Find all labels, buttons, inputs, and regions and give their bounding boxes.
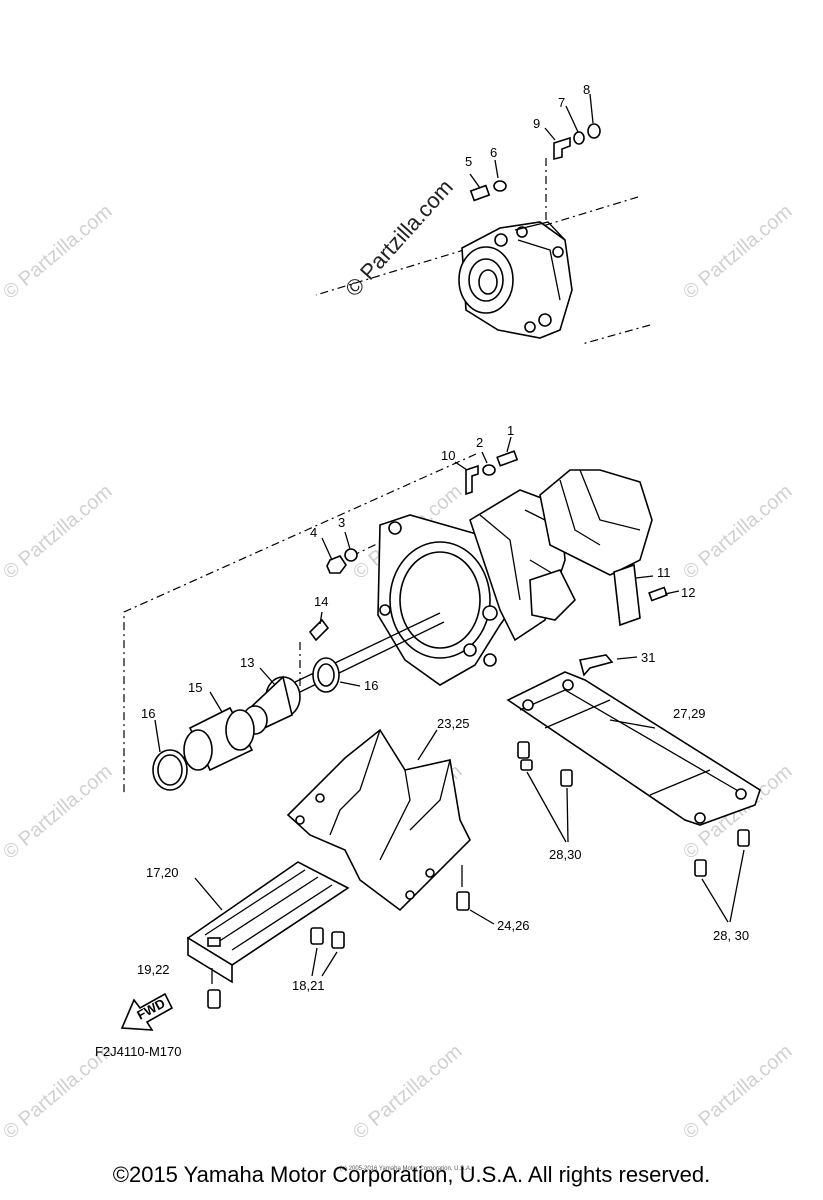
top-fasteners bbox=[469, 93, 601, 202]
callout-2: 2 bbox=[476, 435, 483, 450]
callout-31: 31 bbox=[641, 650, 655, 665]
callout-labels: 1 2 3 4 5 6 7 8 9 10 11 12 13 14 15 16 1… bbox=[137, 82, 749, 993]
callout-28-30-right: 28, 30 bbox=[713, 928, 749, 943]
diagram-code: F2J4110-M170 bbox=[95, 1044, 181, 1059]
callout-7: 7 bbox=[558, 95, 565, 110]
callout-13: 13 bbox=[240, 655, 254, 670]
callout-18-21: 18,21 bbox=[292, 978, 325, 993]
fwd-arrow: FWD bbox=[120, 992, 174, 1031]
callout-1: 1 bbox=[507, 423, 514, 438]
grate-bolts bbox=[207, 865, 495, 1009]
shaft-hose-assembly bbox=[152, 611, 361, 791]
callout-16-left: 16 bbox=[141, 706, 155, 721]
intake-grate-housing bbox=[286, 728, 471, 912]
callout-15: 15 bbox=[188, 680, 202, 695]
callout-23-25: 23,25 bbox=[437, 716, 470, 731]
callout-9: 9 bbox=[533, 116, 540, 131]
bearing-housing bbox=[458, 221, 573, 339]
callout-14: 14 bbox=[314, 594, 328, 609]
watermark-faint: © Partzilla.com bbox=[679, 480, 796, 583]
watermark-faint: © Partzilla.com bbox=[679, 1040, 796, 1143]
watermark-faint: © Partzilla.com bbox=[0, 480, 116, 583]
callout-19-22: 19,22 bbox=[137, 962, 170, 977]
small-notice: (c) 2005-2016 Yamaha Motor Corporation, … bbox=[340, 1166, 472, 1172]
ride-plate-bolts bbox=[517, 741, 750, 923]
jet-pump-housing bbox=[377, 469, 653, 686]
callout-10: 10 bbox=[441, 448, 455, 463]
ride-plate bbox=[506, 654, 761, 826]
callout-5: 5 bbox=[465, 154, 472, 169]
watermark-grid: © Partzilla.com © Partzilla.com © Partzi… bbox=[0, 200, 796, 1143]
intake-grate bbox=[186, 861, 350, 984]
callout-24-26: 24,26 bbox=[497, 918, 530, 933]
callout-16-right: 16 bbox=[364, 678, 378, 693]
watermark-faint: © Partzilla.com bbox=[349, 1040, 466, 1143]
watermark-faint: © Partzilla.com bbox=[0, 760, 116, 863]
callout-4: 4 bbox=[310, 525, 317, 540]
pad-and-bolt bbox=[613, 563, 680, 627]
copyright-notice: ©2015 Yamaha Motor Corporation, U.S.A. A… bbox=[112, 1162, 711, 1187]
callout-17-20: 17,20 bbox=[146, 865, 179, 880]
callout-6: 6 bbox=[490, 145, 497, 160]
pump-fasteners bbox=[321, 436, 519, 574]
callout-3: 3 bbox=[338, 515, 345, 530]
callout-8: 8 bbox=[583, 82, 590, 97]
watermark-faint: © Partzilla.com bbox=[679, 200, 796, 303]
callout-27-29: 27,29 bbox=[673, 706, 706, 721]
callout-28-30-left: 28,30 bbox=[549, 847, 582, 862]
callout-12: 12 bbox=[681, 585, 695, 600]
watermark-faint: © Partzilla.com bbox=[0, 200, 116, 303]
callout-11: 11 bbox=[657, 565, 671, 580]
